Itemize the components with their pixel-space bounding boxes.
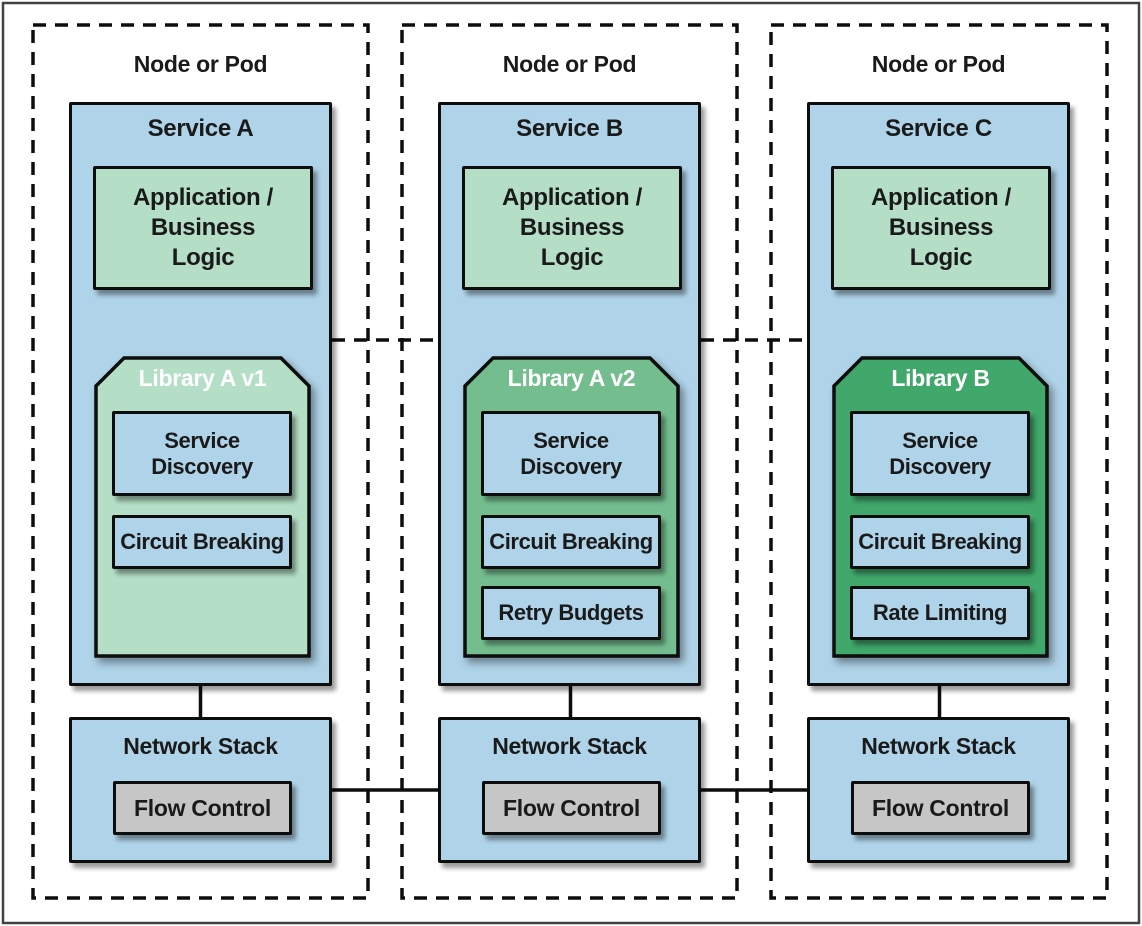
service-title: Service A bbox=[147, 115, 254, 142]
feature-service-discovery: Service Discovery bbox=[112, 411, 292, 496]
library-title: Library A v2 bbox=[507, 365, 636, 391]
node-label: Node or Pod bbox=[871, 51, 1006, 77]
network-stack-box: Network Stack Flow Control bbox=[438, 717, 701, 863]
library-polygon bbox=[94, 356, 311, 658]
library-a-v2-box: Library A v2 Service Discovery Circuit B… bbox=[463, 356, 680, 658]
service-c-box: Service C Application / Business Logic L… bbox=[807, 102, 1070, 686]
service-title: Service B bbox=[516, 115, 623, 142]
network-stack-title: Network Stack bbox=[123, 733, 278, 759]
network-stack-title: Network Stack bbox=[861, 733, 1016, 759]
network-stack-box: Network Stack Flow Control bbox=[807, 717, 1070, 863]
node-or-pod-2: Node or Pod Service B Application / Busi… bbox=[402, 25, 737, 898]
flow-control-box: Flow Control bbox=[113, 781, 292, 835]
node-boundary-1 bbox=[31, 23, 370, 900]
library-b-box: Library B Service Discovery Circuit Brea… bbox=[832, 356, 1049, 658]
node-boundary-3 bbox=[769, 23, 1109, 900]
library-title: Library A v1 bbox=[138, 365, 267, 391]
feature-circuit-breaking: Circuit Breaking bbox=[112, 515, 292, 569]
flow-control-box: Flow Control bbox=[482, 781, 661, 835]
feature-service-discovery: Service Discovery bbox=[850, 411, 1030, 496]
feature-service-discovery: Service Discovery bbox=[481, 411, 661, 496]
node-label: Node or Pod bbox=[502, 51, 637, 77]
app-business-logic-box: Application / Business Logic bbox=[462, 166, 682, 290]
network-stack-title: Network Stack bbox=[492, 733, 647, 759]
feature-circuit-breaking: Circuit Breaking bbox=[850, 515, 1030, 569]
node-or-pod-3: Node or Pod Service C Application / Busi… bbox=[771, 25, 1106, 898]
feature-rate-limiting: Rate Limiting bbox=[850, 586, 1030, 640]
app-business-logic-box: Application / Business Logic bbox=[93, 166, 313, 290]
network-stack-box: Network Stack Flow Control bbox=[69, 717, 332, 863]
flow-control-box: Flow Control bbox=[851, 781, 1030, 835]
service-b-box: Service B Application / Business Logic L… bbox=[438, 102, 701, 686]
library-title: Library B bbox=[891, 365, 990, 391]
node-label: Node or Pod bbox=[133, 51, 268, 77]
service-title: Service C bbox=[885, 115, 992, 142]
feature-circuit-breaking: Circuit Breaking bbox=[481, 515, 661, 569]
library-a-v1-box: Library A v1 Service Discovery Circuit B… bbox=[94, 356, 311, 658]
app-business-logic-box: Application / Business Logic bbox=[831, 166, 1051, 290]
library-shape bbox=[94, 356, 311, 658]
feature-retry-budgets: Retry Budgets bbox=[481, 586, 661, 640]
node-or-pod-1: Node or Pod Service A Application / Busi… bbox=[33, 25, 368, 898]
service-a-box: Service A Application / Business Logic L… bbox=[69, 102, 332, 686]
node-boundary-2 bbox=[400, 23, 739, 900]
